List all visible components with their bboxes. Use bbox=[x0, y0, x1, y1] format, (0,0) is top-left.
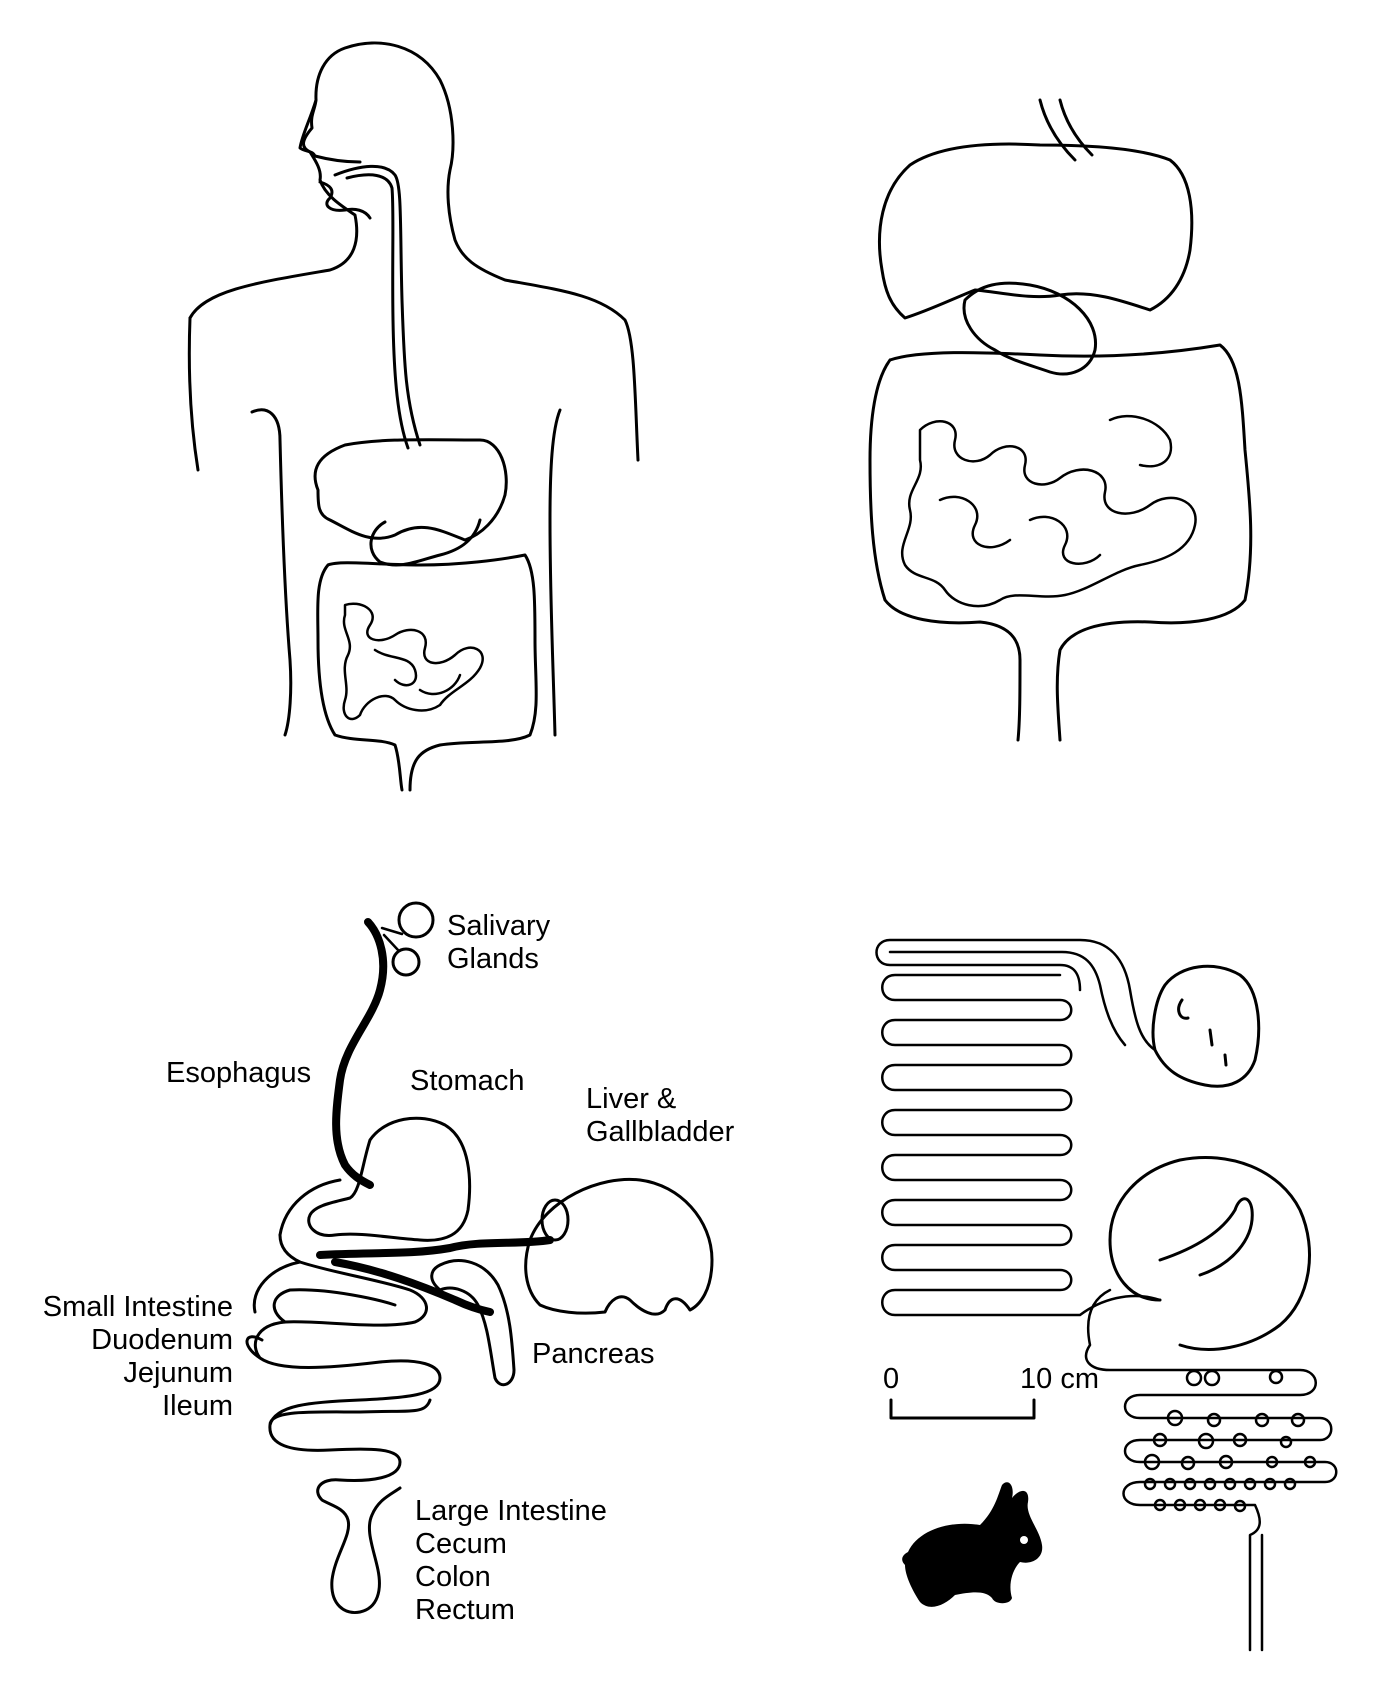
salivary-gland-upper bbox=[397, 901, 435, 939]
rabbit-cecum bbox=[1108, 1155, 1311, 1351]
label-colon: Colon bbox=[415, 1561, 491, 1593]
schematic-labels: Salivary Glands Esophagus Stomach Liver … bbox=[43, 910, 735, 1626]
human-stomach bbox=[369, 518, 482, 567]
label-small-intestine: Small Intestine bbox=[43, 1291, 233, 1323]
human-left-torso bbox=[250, 408, 293, 737]
scale-bar-line bbox=[889, 1398, 1036, 1420]
label-cecum: Cecum bbox=[415, 1528, 507, 1560]
scale-bar-start: 0 bbox=[883, 1363, 899, 1395]
esophagus-tube bbox=[332, 918, 388, 1189]
label-gallbladder: Gallbladder bbox=[586, 1116, 735, 1148]
liver-shape bbox=[524, 1177, 714, 1316]
human-face bbox=[298, 98, 362, 164]
rabbit-stomach bbox=[1151, 964, 1261, 1088]
human-esophagus bbox=[333, 164, 422, 447]
salivary-duct bbox=[380, 926, 404, 952]
closeup-small-intestine bbox=[900, 414, 1197, 608]
human-esophagus-inner bbox=[345, 173, 410, 450]
cecum-rectum bbox=[316, 1478, 402, 1615]
human-left-arm bbox=[187, 316, 200, 472]
pancreatic-duct bbox=[331, 1258, 494, 1316]
rabbit-tract-panel: 0 10 cm bbox=[875, 938, 1338, 1652]
human-small-intestine bbox=[342, 602, 484, 721]
schematic-tract-panel: Salivary Glands Esophagus Stomach Liver … bbox=[43, 901, 735, 1626]
label-esophagus: Esophagus bbox=[166, 1057, 311, 1089]
scale-bar-end: 10 cm bbox=[1020, 1363, 1099, 1395]
gallbladder bbox=[540, 1198, 570, 1242]
salivary-gland-lower bbox=[391, 947, 421, 977]
stomach-lower-curve bbox=[278, 1178, 342, 1237]
human-large-intestine bbox=[316, 553, 538, 792]
label-large-intestine: Large Intestine bbox=[415, 1495, 607, 1527]
human-mouth bbox=[318, 180, 372, 220]
label-glands: Glands bbox=[447, 943, 539, 975]
label-duodenum: Duodenum bbox=[91, 1324, 233, 1356]
scale-bar: 0 10 cm bbox=[883, 1363, 1099, 1420]
label-ileum: Ileum bbox=[162, 1390, 233, 1422]
closeup-esophagus bbox=[1038, 98, 1094, 162]
organs-closeup-panel bbox=[868, 98, 1253, 742]
label-rectum: Rectum bbox=[415, 1594, 515, 1626]
label-stomach: Stomach bbox=[410, 1065, 524, 1097]
label-salivary: Salivary bbox=[447, 910, 551, 942]
closeup-large-intestine bbox=[868, 343, 1253, 742]
closeup-liver bbox=[878, 142, 1194, 320]
label-pancreas: Pancreas bbox=[532, 1338, 655, 1370]
stomach-shape bbox=[307, 1116, 472, 1242]
label-liver: Liver & bbox=[586, 1083, 676, 1115]
pancreas-shape bbox=[430, 1259, 516, 1387]
rabbit-fecal-pellets bbox=[1143, 1369, 1317, 1513]
rabbit-colon bbox=[1084, 1288, 1338, 1652]
human-body-outline bbox=[188, 41, 640, 462]
human-silhouette-panel bbox=[187, 41, 640, 792]
bile-duct bbox=[316, 1236, 554, 1259]
closeup-stomach bbox=[962, 281, 1098, 376]
human-right-torso bbox=[548, 408, 562, 737]
rabbit-icon bbox=[902, 1482, 1043, 1607]
human-liver bbox=[313, 438, 508, 542]
label-jejunum: Jejunum bbox=[123, 1357, 233, 1389]
small-intestine-tube bbox=[245, 1233, 442, 1482]
rabbit-small-intestine-coils bbox=[875, 938, 1162, 1317]
